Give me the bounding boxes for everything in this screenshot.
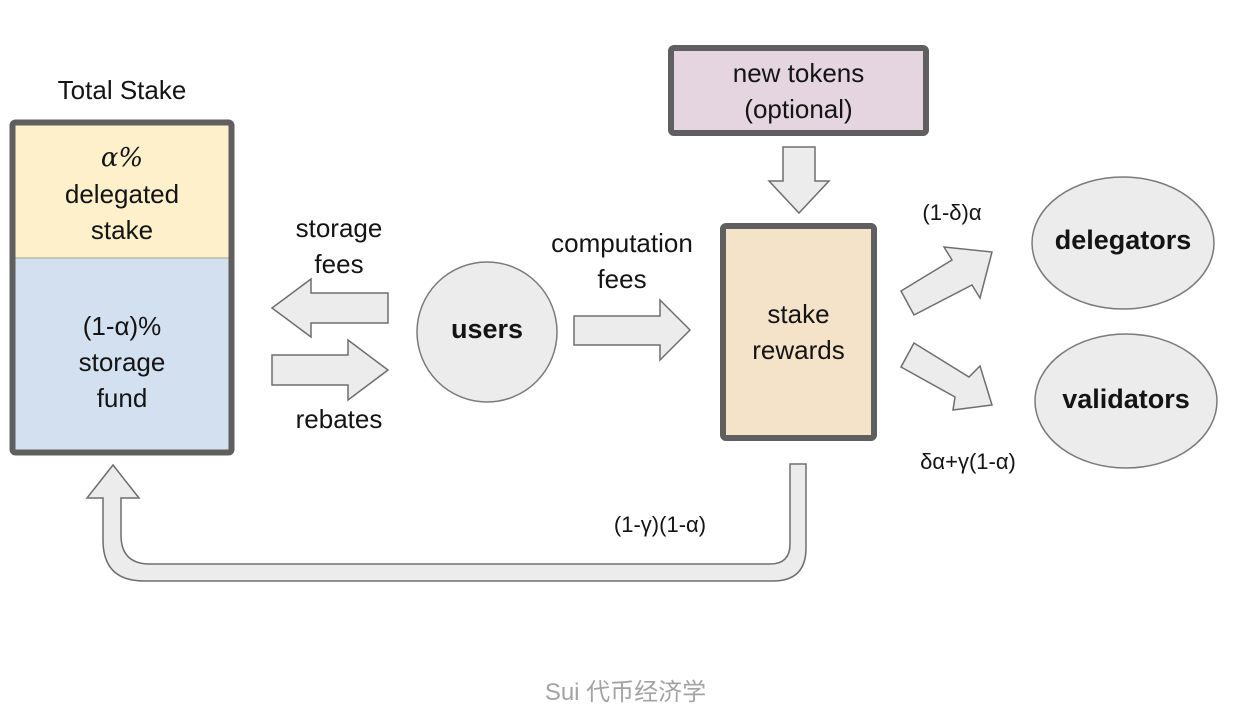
rebates-label: rebates [295,404,383,434]
storage-fund-line2: storage [78,347,166,377]
stake-rewards-line2: rewards [752,335,845,365]
storage-fees-line2: fees [314,249,364,279]
storage-fund-section [12,258,232,453]
new-tokens-box [668,45,929,136]
delegated-stake-percent: α% [100,143,144,173]
delegated-stake-label: α% delegated stake [12,140,232,248]
storage-fees-arrow [270,277,389,339]
storage-fund-label: (1-α)% storage fund [12,308,232,416]
storage-fund-return-arrow [85,463,807,582]
rebates-arrow [271,338,390,402]
stake-rewards-label: stake rewards [723,296,874,368]
validators-share-label: δα+γ(1-α) [920,449,1016,474]
delegators-arrow [900,246,993,317]
users-node [416,261,558,403]
delegators-label: delegators [1054,225,1192,255]
storage-fund-line3: fund [96,383,148,413]
delegators-node [1031,176,1215,310]
storage-fund-percent: (1-α)% [82,311,162,341]
storage-fees-label: storage fees [269,210,409,282]
users-label: users [450,314,524,344]
total-stake-box [9,119,235,456]
new-tokens-line2: (optional) [744,94,853,124]
validators-arrow [899,341,993,411]
storage-fund-share-label: (1-γ)(1-α) [613,512,707,537]
delegated-stake-line3: stake [90,215,154,245]
computation-fees-arrow [573,298,692,362]
new-tokens-arrow [767,146,831,215]
total-stake-border [9,119,235,456]
computation-fees-label: computation fees [532,225,712,297]
stake-rewards-box [720,223,877,441]
computation-fees-line2: fees [597,264,647,294]
figure-caption: Sui 代币经济学 [544,679,707,706]
delegated-stake-section [12,122,232,258]
new-tokens-label: new tokens (optional) [671,55,926,127]
delegators-share-label: (1-δ)α [922,200,982,225]
stake-rewards-line1: stake [767,299,830,329]
delegated-stake-line2: delegated [64,179,180,209]
computation-fees-line1: computation [551,228,693,258]
new-tokens-line1: new tokens [732,58,865,88]
storage-fees-line1: storage [295,213,383,243]
total-stake-title: Total Stake [57,75,187,105]
validators-node [1034,333,1218,469]
validators-label: validators [1062,384,1190,414]
